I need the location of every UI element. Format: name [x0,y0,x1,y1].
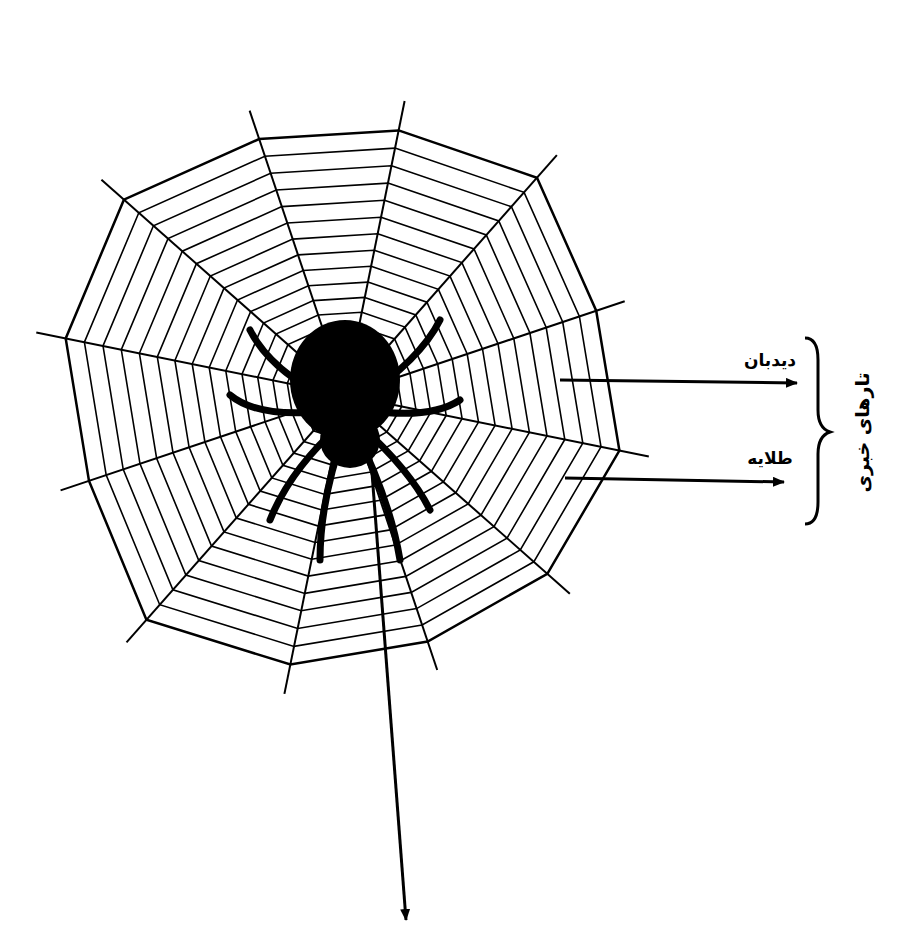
arrow [368,420,406,920]
spider-leg [365,400,460,413]
spiral-thread [103,166,583,629]
spiral-thread [66,130,620,664]
spider-leg [360,320,440,400]
spider-leg [250,330,330,400]
label-text: تارهای خبری [851,370,874,494]
spiral-thread [192,250,495,542]
spiral-thread [209,266,478,526]
spiral-thread [226,282,462,510]
label-text: طلایه [745,448,795,468]
spiral-thread [258,312,431,479]
arrow [565,478,784,482]
label-text: دیدبان [742,350,798,370]
radial-thread [345,395,437,670]
spiral-thread [175,234,512,559]
spiral-thread [242,297,446,494]
spiral-thread [84,148,601,646]
radial-thread [61,395,345,490]
web-threads [36,101,649,694]
bracket [805,338,830,524]
spiral-thread [157,217,529,576]
spider-leg [230,395,335,413]
arrow [560,380,797,383]
spiral-thread [121,183,565,611]
spiral-thread [139,200,547,593]
spider-leg [320,430,345,560]
spider-figure [230,320,460,560]
